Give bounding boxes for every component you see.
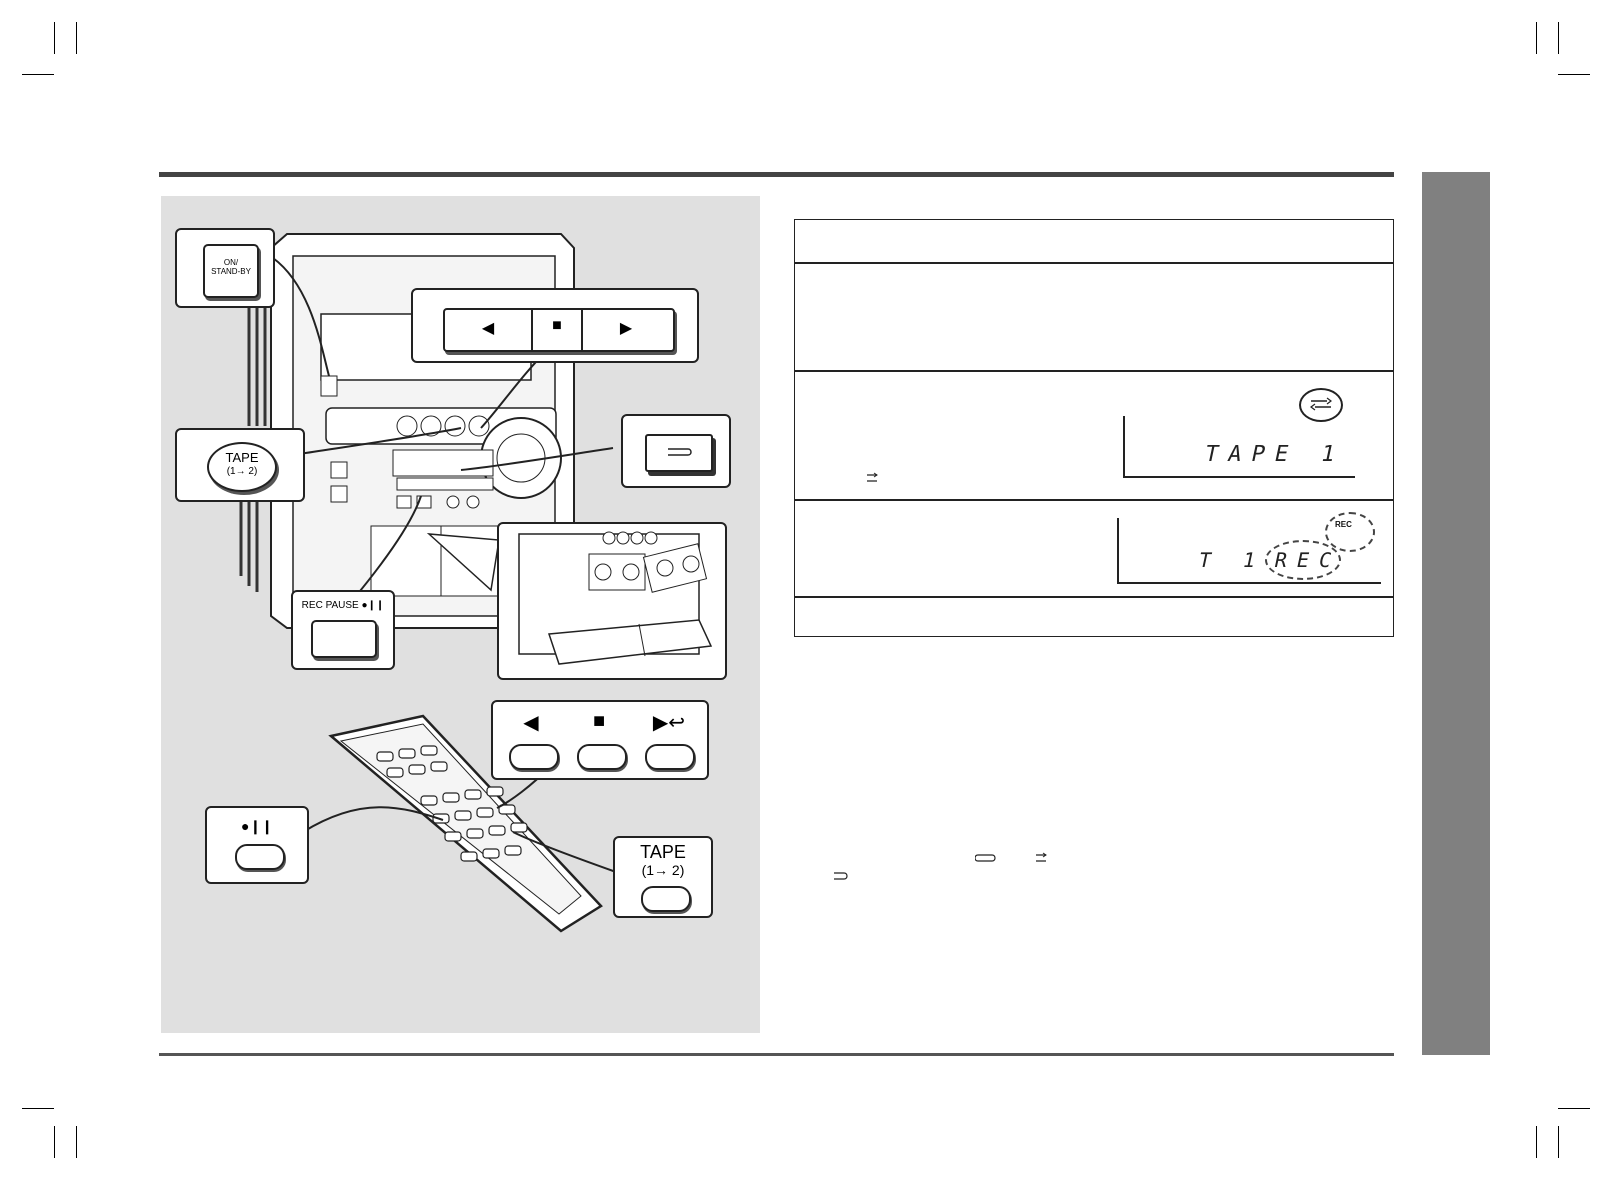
instruction-table: TAPE 1 T 1 REC REC: [794, 219, 1394, 637]
step4-rec-text: REC: [1272, 548, 1344, 572]
tape-label: TAPE: [225, 450, 259, 465]
crop-mark: [76, 1126, 77, 1158]
step4-track-text: T 1: [1196, 548, 1268, 572]
cassette-deck-drawing: [518, 531, 713, 665]
remote-rewind-symbol: ◀: [523, 712, 539, 734]
bottom-rule: [159, 1053, 1394, 1056]
transport-rewind-button[interactable]: ◀: [481, 320, 495, 337]
reverse-indicator-bubble: [1299, 388, 1343, 422]
remote-rec-pause-symbol: ●❙❙: [241, 818, 273, 834]
crop-mark: [22, 1108, 54, 1109]
remote-tape-button[interactable]: [641, 886, 691, 912]
transport-play-button[interactable]: ▶: [619, 320, 633, 337]
rec-blink-halo: [1265, 540, 1341, 580]
rec-pause-button[interactable]: [311, 620, 377, 658]
table-row-divider: [795, 370, 1393, 372]
crop-mark: [76, 22, 77, 54]
top-rule: [159, 172, 1394, 177]
crop-mark: [1536, 1126, 1537, 1158]
remote-rec-pause-callout: ●❙❙: [205, 806, 309, 884]
step3-display-text: TAPE 1: [1202, 442, 1348, 467]
reverse-mode-icon: [975, 854, 996, 862]
illustration-panel: ON/ STAND-BY ◀ ■ ▶ TAPE (1→ 2) REC PAUSE…: [161, 196, 760, 1033]
rec-indicator-text: REC: [1335, 520, 1352, 529]
remote-transport-callout: ◀ ■ ▶↩: [491, 700, 709, 780]
transport-stop-button[interactable]: ■: [552, 317, 562, 334]
crop-mark: [1558, 1108, 1590, 1109]
on-standby-label: ON/ STAND-BY: [211, 258, 251, 276]
crop-mark: [1558, 74, 1590, 75]
reverse-mode-icon: [668, 448, 692, 456]
transport-strip: [443, 308, 675, 352]
transport-divider: [581, 308, 583, 350]
remote-rewind-button[interactable]: [509, 744, 559, 770]
remote-play-symbol: ▶↩: [652, 712, 686, 734]
section-side-tab: [1422, 172, 1490, 1055]
step3-display: TAPE 1: [1123, 416, 1355, 478]
table-row-divider: [795, 499, 1393, 501]
crop-mark: [1558, 22, 1559, 54]
remote-tape-callout: TAPE (1→ 2): [613, 836, 713, 918]
remote-stop-symbol: ■: [592, 710, 606, 732]
crop-mark: [1558, 1126, 1559, 1158]
table-row-divider: [795, 596, 1393, 598]
reverse-mode-icon: [1310, 397, 1332, 411]
rec-pause-label: REC PAUSE ●❙❙: [301, 600, 385, 611]
cassette-deck-closeup: [497, 522, 727, 680]
remote-stop-button[interactable]: [577, 744, 627, 770]
on-standby-callout: ON/ STAND-BY: [175, 228, 275, 308]
remote-play-button[interactable]: [645, 744, 695, 770]
reverse-mode-button[interactable]: [645, 434, 713, 472]
tape-direction-label: (1→ 2): [226, 466, 258, 477]
on-standby-button[interactable]: ON/ STAND-BY: [203, 244, 259, 298]
tape-button[interactable]: TAPE (1→ 2): [207, 442, 277, 492]
step4-display: T 1 REC REC: [1117, 512, 1381, 584]
remote-tape-direction-label: (1→ 2): [641, 862, 685, 878]
reverse-mode-icon: [834, 872, 848, 880]
one-side-icon: [867, 472, 878, 482]
remote-tape-label: TAPE: [640, 842, 686, 862]
crop-mark: [54, 1126, 55, 1158]
remote-rec-pause-button[interactable]: [235, 844, 285, 870]
transport-divider: [531, 308, 533, 350]
crop-mark: [22, 74, 54, 75]
table-row-divider: [795, 262, 1393, 264]
rec-pause-callout: REC PAUSE ●❙❙: [291, 590, 395, 670]
transport-callout: ◀ ■ ▶: [411, 288, 699, 363]
reverse-mode-callout: [621, 414, 731, 488]
crop-mark: [1536, 22, 1537, 54]
one-side-icon: [1036, 852, 1047, 862]
crop-mark: [54, 22, 55, 54]
rec-indicator-halo: [1325, 512, 1375, 552]
tape-callout: TAPE (1→ 2): [175, 428, 305, 502]
